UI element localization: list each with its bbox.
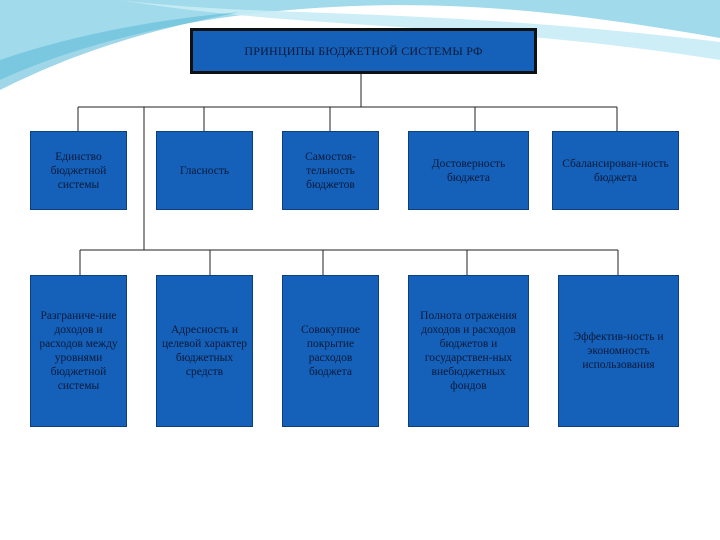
principle-label: Разграниче-ние доходов и расходов между … [39, 310, 118, 392]
principle-label: Полнота отражения доходов и расходов бюд… [420, 310, 517, 392]
principle-box-total-coverage: Совокупное покрытие расходов бюджета [282, 275, 379, 427]
principle-box-separation: Разграниче-ние доходов и расходов между … [30, 275, 127, 427]
diagram-title: ПРИНЦИПЫ БЮДЖЕТНОЙ СИСТЕМЫ РФ [190, 28, 537, 74]
principle-label: Самостоя-тельность бюджетов [305, 150, 356, 191]
principle-box-reliability: Достоверность бюджета [408, 131, 529, 210]
principle-box-targeting: Адресность и целевой характер бюджетных … [156, 275, 253, 427]
principle-box-transparency: Гласность [156, 131, 253, 210]
principle-label: Совокупное покрытие расходов бюджета [301, 324, 360, 378]
principle-box-independence: Самостоя-тельность бюджетов [282, 131, 379, 210]
principle-box-balance: Сбалансирован-ность бюджета [552, 131, 679, 210]
principle-label: Гласность [179, 164, 230, 177]
principle-label: Достоверность бюджета [431, 157, 506, 184]
principle-box-unity: Единство бюджетной системы [30, 131, 127, 210]
principle-label: Сбалансирован-ность бюджета [562, 157, 669, 184]
principle-box-completeness: Полнота отражения доходов и расходов бюд… [408, 275, 529, 427]
principle-label: Адресность и целевой характер бюджетных … [161, 324, 248, 378]
principle-label: Единство бюджетной системы [50, 150, 107, 191]
principle-label: Эффектив-ность и экономность использован… [573, 331, 664, 371]
diagram-title-text: ПРИНЦИПЫ БЮДЖЕТНОЙ СИСТЕМЫ РФ [244, 43, 483, 58]
principle-box-efficiency: Эффектив-ность и экономность использован… [558, 275, 679, 427]
